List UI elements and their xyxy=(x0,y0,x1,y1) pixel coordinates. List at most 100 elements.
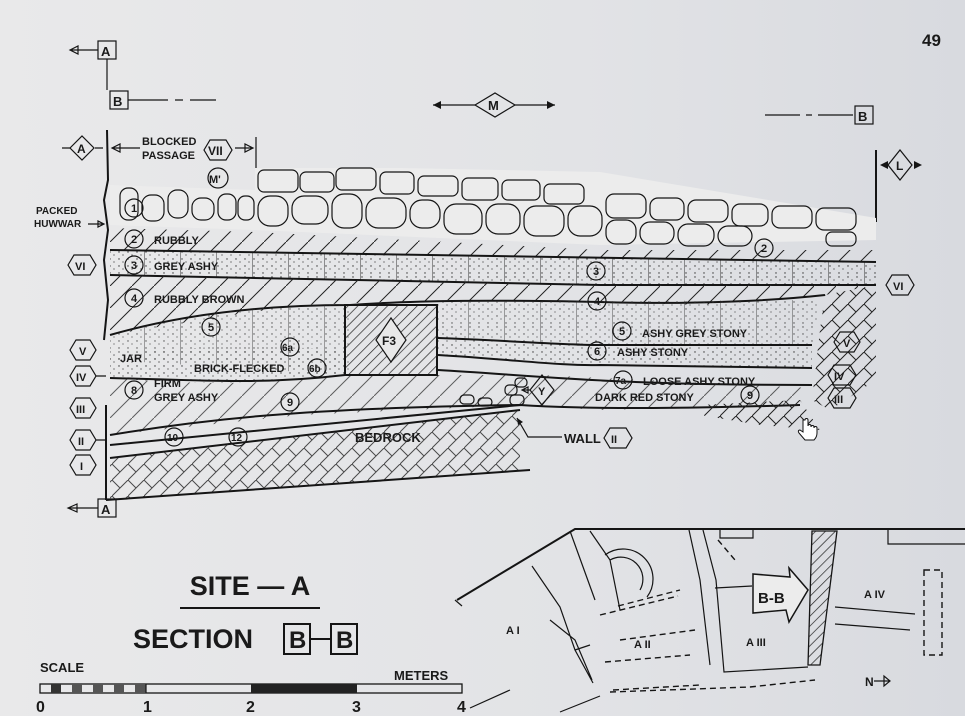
svg-text:FIRM: FIRM xyxy=(154,378,181,390)
bedrock-label: BEDROCK xyxy=(355,430,421,445)
layer-6a: 6a xyxy=(280,337,300,357)
svg-text:N: N xyxy=(865,675,874,689)
blocked-passage-label: BLOCKED PASSAGE VII xyxy=(110,136,257,170)
svg-text:2: 2 xyxy=(761,243,767,255)
layer-2: 2 RUBBLY xyxy=(124,229,199,249)
svg-text:B: B xyxy=(289,627,306,654)
svg-text:B: B xyxy=(336,627,353,654)
svg-text:4: 4 xyxy=(457,699,466,716)
svg-text:III: III xyxy=(834,394,843,406)
svg-text:III: III xyxy=(76,404,85,416)
phase-marker-a: A xyxy=(62,135,103,161)
svg-text:METERS: METERS xyxy=(394,668,449,683)
jar-label: JAR xyxy=(120,353,142,365)
svg-text:B-B: B-B xyxy=(758,590,785,607)
svg-text:5: 5 xyxy=(619,326,625,338)
section-direction-arrow xyxy=(752,565,809,624)
north-arrow: N xyxy=(865,674,891,689)
svg-text:Y: Y xyxy=(538,386,546,398)
svg-text:4: 4 xyxy=(594,296,601,308)
section-marker-m: M xyxy=(433,92,555,118)
svg-text:PASSAGE: PASSAGE xyxy=(142,150,195,162)
svg-text:B: B xyxy=(858,109,867,124)
svg-text:PACKED: PACKED xyxy=(36,206,77,217)
layer-10: 10 xyxy=(164,427,184,447)
svg-text:10: 10 xyxy=(167,433,179,444)
svg-text:IV: IV xyxy=(834,371,845,383)
svg-text:GREY ASHY: GREY ASHY xyxy=(154,261,219,273)
svg-text:2: 2 xyxy=(131,234,137,246)
m-prime-marker: M' xyxy=(207,167,229,189)
layer-6: 6 ASHY STONY xyxy=(587,341,689,361)
svg-text:ASHY GREY STONY: ASHY GREY STONY xyxy=(642,328,748,340)
svg-text:12: 12 xyxy=(231,433,243,444)
svg-text:HUWWAR: HUWWAR xyxy=(34,219,82,230)
layer-1: 1 xyxy=(124,198,144,218)
section-marker-a-top: A xyxy=(68,40,117,90)
svg-text:M: M xyxy=(488,98,499,113)
layer-6b: 6b BRICK-FLECKED xyxy=(194,358,327,378)
hatched-wall xyxy=(807,530,838,666)
svg-text:1: 1 xyxy=(131,203,137,215)
svg-text:RUBBLY: RUBBLY xyxy=(154,235,199,247)
svg-text:1: 1 xyxy=(143,699,152,716)
svg-text:RUBBLY BROWN: RUBBLY BROWN xyxy=(154,294,245,306)
wall-stones xyxy=(459,377,528,407)
svg-text:VI: VI xyxy=(75,261,85,273)
section-marker-b-right: B xyxy=(765,105,874,125)
room-label: A III xyxy=(746,637,766,649)
svg-text:ASHY STONY: ASHY STONY xyxy=(617,347,689,359)
svg-text:VII: VII xyxy=(208,144,223,158)
packed-huwwar-label: PACKED HUWWAR xyxy=(34,206,106,230)
section-marker-b-left: B xyxy=(109,90,216,110)
stone-wall-rubble xyxy=(119,167,857,247)
layer-12: 12 xyxy=(228,427,248,447)
svg-text:II: II xyxy=(78,436,84,448)
svg-text:IV: IV xyxy=(76,372,87,384)
svg-text:9: 9 xyxy=(287,397,293,409)
svg-text:BRICK-FLECKED: BRICK-FLECKED xyxy=(194,363,284,375)
page-number: 49 xyxy=(922,31,941,50)
hand-cursor-icon xyxy=(797,418,818,441)
scale-bar: SCALE METERS 0 1 2 3 4 xyxy=(36,660,466,716)
section-title: SECTION xyxy=(133,624,253,654)
svg-text:I: I xyxy=(80,461,83,473)
site-title: SITE — A xyxy=(190,571,311,601)
svg-text:SCALE: SCALE xyxy=(40,660,84,675)
svg-text:6a: 6a xyxy=(282,343,294,354)
svg-text:JAR: JAR xyxy=(120,353,142,365)
svg-text:BLOCKED: BLOCKED xyxy=(142,136,196,148)
phase-markers-right: VI V IV III xyxy=(827,274,915,409)
phase-marker-l: L xyxy=(875,149,922,222)
svg-text:DARK RED STONY: DARK RED STONY xyxy=(595,392,694,404)
svg-text:F3: F3 xyxy=(382,334,396,348)
svg-text:0: 0 xyxy=(36,699,45,716)
svg-text:L: L xyxy=(896,159,903,173)
svg-text:LOOSE ASHY STONY: LOOSE ASHY STONY xyxy=(643,376,756,388)
drawing-title: SITE — A SECTION B B xyxy=(133,571,358,655)
y-marker: Y xyxy=(520,374,555,406)
svg-text:2: 2 xyxy=(246,699,255,716)
svg-text:8: 8 xyxy=(131,385,137,397)
svg-text:5: 5 xyxy=(208,322,214,334)
site-plan-inset: B-B A I A II A III A IV N xyxy=(454,528,965,713)
svg-text:6: 6 xyxy=(594,346,600,358)
svg-text:B: B xyxy=(113,94,122,109)
wall-label: WALL II xyxy=(516,417,633,449)
phase-markers-left: VI V IV III II I xyxy=(67,254,106,476)
svg-text:A: A xyxy=(101,44,111,59)
svg-text:4: 4 xyxy=(131,293,138,305)
svg-text:3: 3 xyxy=(352,699,361,716)
svg-text:WALL: WALL xyxy=(564,431,601,446)
room-label: A II xyxy=(634,639,651,651)
svg-text:6b: 6b xyxy=(309,364,321,375)
svg-text:V: V xyxy=(79,346,87,358)
svg-text:II: II xyxy=(611,434,617,446)
section-marker-a-bottom: A xyxy=(66,498,117,518)
